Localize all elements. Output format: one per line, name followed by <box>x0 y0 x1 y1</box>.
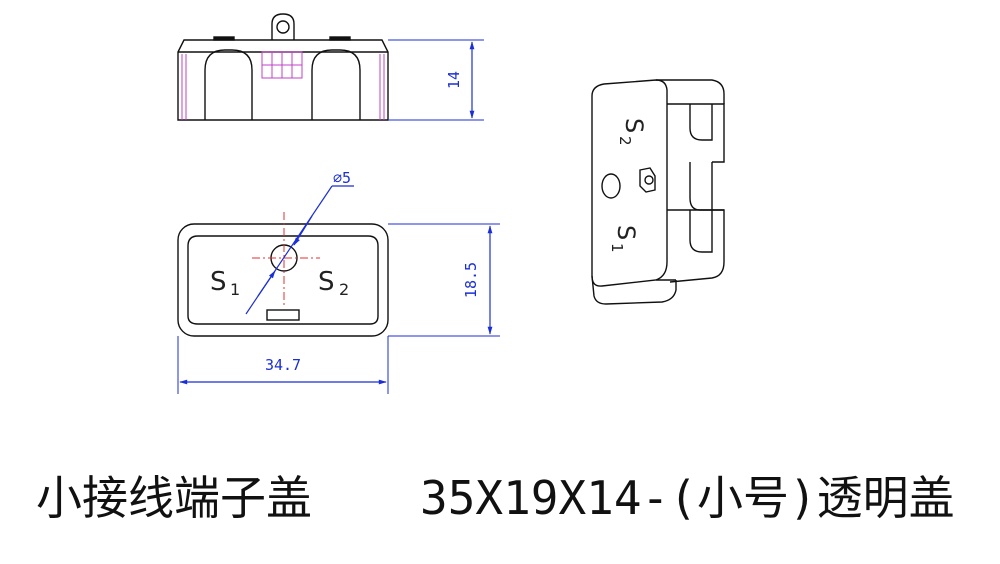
dimension-width: 34.7 <box>177 336 389 394</box>
front-view-hidden-lines <box>181 51 385 120</box>
dimension-height: 14 <box>388 39 484 121</box>
terminal-s-letter: S <box>612 225 640 240</box>
terminal-label-s1: S 1 <box>210 267 240 299</box>
iso-terminal-label-s2: S 2 <box>616 118 648 146</box>
product-spec: 35X19X14-(小号)透明盖 <box>420 471 955 525</box>
dim-width-label: 34.7 <box>265 356 301 374</box>
terminal-index-1: 1 <box>230 280 240 299</box>
front-view <box>177 13 389 121</box>
dimension-depth: 18.5 <box>388 223 500 337</box>
dim-depth-label: 18.5 <box>462 262 480 298</box>
iso-terminal-label-s1: S 1 <box>608 225 640 253</box>
terminal-label-s2: S 2 <box>318 267 349 299</box>
terminal-s-letter: S <box>620 118 648 133</box>
dimension-diameter: ⌀5 <box>245 169 354 315</box>
dim-diameter-label: ⌀5 <box>333 169 351 187</box>
terminal-index-2: 2 <box>616 136 634 146</box>
terminal-index-1: 1 <box>608 243 626 253</box>
terminal-s-letter: S <box>210 267 227 297</box>
product-name: 小接线端子盖 <box>36 471 312 525</box>
terminal-s-letter: S <box>318 267 335 297</box>
caption-bar: 小接线端子盖 35X19X14-(小号)透明盖 <box>0 468 1000 538</box>
top-view-centerlines <box>252 212 320 306</box>
isometric-view <box>591 79 725 305</box>
terminal-index-2: 2 <box>339 280 349 299</box>
dim-height-label: 14 <box>445 71 463 89</box>
